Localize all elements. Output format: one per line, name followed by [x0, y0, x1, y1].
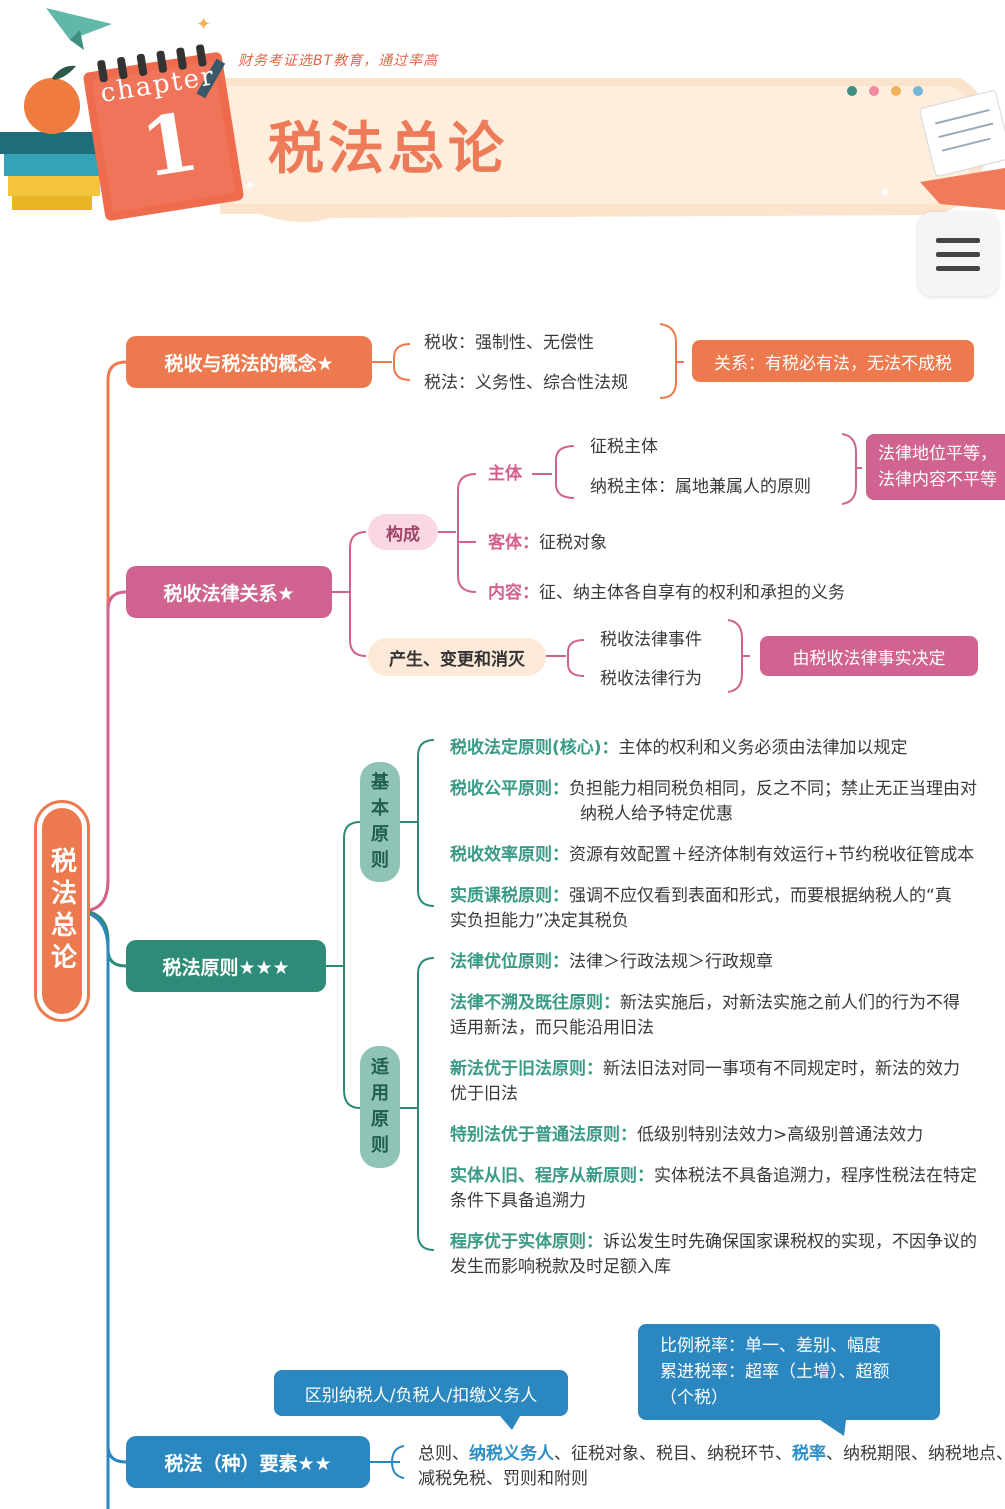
item-value: 主体的权利和义务必须由法律加以规定	[618, 738, 908, 758]
item-key: 税收效率原则：	[450, 845, 569, 865]
item-key: 税收法定原则(核心)：	[450, 738, 619, 758]
svg-text:✦: ✦	[196, 14, 211, 35]
elements-node[interactable]: 税法（种）要素★★	[126, 1436, 370, 1488]
basic-item-substance-cont: 实负担能力”决定其税负	[450, 911, 629, 931]
change-item-act: 税收法律行为	[600, 669, 702, 689]
composition-node[interactable]: 构成	[368, 514, 438, 550]
apply-principles-node[interactable]: 适 用 原 则	[360, 1046, 400, 1168]
subject-note-tag: 法律地位平等， 法律内容不平等	[866, 434, 1005, 500]
apply-item-priority: 法律优位原则：法律＞行政法规＞行政规章	[450, 949, 773, 975]
basic-char-1: 基	[371, 772, 389, 793]
elements-rate: 税率	[792, 1444, 826, 1464]
callout-rate-line3: （个税）	[660, 1388, 728, 1408]
relation-node[interactable]: 税收法律关系★	[126, 566, 332, 618]
item-value: 低级别特别法效力>高级别普通法效力	[637, 1125, 924, 1145]
basic-item-substance: 实质课税原则：强调不应仅看到表面和形式，而要根据纳税人的“真	[450, 883, 952, 909]
item-key: 新法优于旧法原则：	[450, 1059, 603, 1079]
elements-text-c: 、征税对象、税目、纳税环节、	[554, 1444, 792, 1464]
page-title: 税法总论	[268, 116, 508, 182]
content-key: 内容：	[488, 583, 539, 603]
content-row: 内容：征、纳主体各自享有的权利和承担的义务	[488, 580, 845, 606]
apply-char-4: 则	[371, 1135, 389, 1156]
item-key: 实体从旧、程序从新原则：	[450, 1166, 654, 1186]
apply-item-substantive-cont: 条件下具备追溯力	[450, 1191, 586, 1211]
header-banner: ✦ ✦ ✦ chapter 1 财务考证选BT教育，通过率高 税法总论	[0, 0, 1005, 300]
subject-item-collector: 征税主体	[590, 437, 658, 457]
item-value: 资源有效配置＋经济体制有效运行+节约税收征管成本	[569, 845, 975, 865]
basic-item-fairness: 税收公平原则：负担能力相同税负相同，反之不同；禁止无正当理由对	[450, 776, 977, 802]
subject-label: 主体	[488, 464, 522, 484]
item-value: 法律＞行政法规＞行政规章	[569, 952, 773, 972]
item-key: 程序优于实体原则：	[450, 1232, 603, 1252]
menu-button[interactable]	[918, 212, 998, 296]
elements-taxpayer: 纳税义务人	[469, 1444, 554, 1464]
elements-line-2: 减税免税、罚则和附则	[418, 1469, 588, 1489]
item-value: 负担能力相同税负相同，反之不同；禁止无正当理由对	[569, 779, 977, 799]
elements-text-e: 、纳税期限、纳税地点、	[826, 1444, 1005, 1464]
elements-line-1: 总则、纳税义务人、征税对象、税目、纳税环节、税率、纳税期限、纳税地点、	[418, 1441, 1005, 1467]
change-note-tag: 由税收法律事实决定	[760, 636, 978, 676]
elements-text-a: 总则、	[418, 1444, 469, 1464]
item-key: 法律优位原则：	[450, 952, 569, 972]
concept-item-law: 税法：义务性、综合性法规	[424, 373, 628, 393]
change-node[interactable]: 产生、变更和消灭	[368, 638, 546, 676]
content-value: 征、纳主体各自享有的权利和承担的义务	[539, 583, 845, 603]
svg-text:✦: ✦	[878, 183, 891, 202]
basic-char-2: 本	[371, 798, 389, 819]
subject-note-line2: 法律内容不平等	[878, 470, 997, 490]
object-row: 客体：征税对象	[488, 530, 607, 556]
slogan: 财务考证选BT教育，通过率高	[238, 53, 439, 69]
apply-item-newlaw: 新法优于旧法原则：新法旧法对同一事项有不同规定时，新法的效力	[450, 1056, 960, 1082]
root-label: 税法总论	[42, 808, 82, 1014]
item-value: 诉讼发生时先确保国家课税权的实现，不因争议的	[603, 1232, 977, 1252]
root-node[interactable]: 税法总论	[34, 800, 90, 1022]
concept-relation-tag: 关系：有税必有法，无法不成税	[692, 340, 974, 382]
concept-node[interactable]: 税收与税法的概念★	[126, 336, 372, 388]
apply-item-substantive: 实体从旧、程序从新原则：实体税法不具备追溯力，程序性税法在特定	[450, 1163, 977, 1189]
concept-item-tax: 税收：强制性、无偿性	[424, 333, 594, 353]
apply-item-procedure-cont: 发生而影响税款及时足额入库	[450, 1257, 671, 1277]
principles-node[interactable]: 税法原则★★★	[126, 940, 326, 992]
item-key: 实质课税原则：	[450, 886, 569, 906]
apply-char-3: 原	[371, 1109, 389, 1130]
item-value: 新法旧法对同一事项有不同规定时，新法的效力	[603, 1059, 960, 1079]
apply-item-newlaw-cont: 优于旧法	[450, 1084, 518, 1104]
item-value: 实体税法不具备追溯力，程序性税法在特定	[654, 1166, 977, 1186]
callout-rate-line2: 累进税率：超率（土增）、超额	[660, 1362, 890, 1382]
apply-item-nonretro-cont: 适用新法，而只能沿用旧法	[450, 1018, 654, 1038]
apply-char-1: 适	[371, 1057, 389, 1078]
apply-item-nonretro: 法律不溯及既往原则：新法实施后，对新法实施之前人们的行为不得	[450, 990, 960, 1016]
basic-principles-node[interactable]: 基 本 原 则	[360, 762, 400, 882]
item-key: 特别法优于普通法原则：	[450, 1125, 637, 1145]
object-value: 征税对象	[539, 533, 607, 553]
svg-text:✦: ✦	[244, 178, 256, 194]
elements-callout-left: 区别纳税人/负税人/扣缴义务人	[274, 1370, 568, 1416]
basic-item-fairness-cont: 纳税人给予特定优惠	[580, 804, 733, 824]
change-item-event: 税收法律事件	[600, 630, 702, 650]
apply-char-2: 用	[371, 1083, 389, 1104]
basic-item-efficiency: 税收效率原则：资源有效配置＋经济体制有效运行+节约税收征管成本	[450, 842, 974, 868]
item-key: 法律不溯及既往原则：	[450, 993, 620, 1013]
basic-item-legality: 税收法定原则(核心)：主体的权利和义务必须由法律加以规定	[450, 735, 908, 761]
callout-rate-line1: 比例税率：单一、差别、幅度	[660, 1336, 881, 1356]
basic-char-3: 原	[371, 824, 389, 845]
hamburger-menu-icon	[936, 238, 980, 271]
apply-item-special: 特别法优于普通法原则：低级别特别法效力>高级别普通法效力	[450, 1122, 923, 1148]
item-value: 强调不应仅看到表面和形式，而要根据纳税人的“真	[569, 886, 952, 906]
item-value: 新法实施后，对新法实施之前人们的行为不得	[620, 993, 960, 1013]
apply-item-procedure: 程序优于实体原则：诉讼发生时先确保国家课税权的实现，不因争议的	[450, 1229, 977, 1255]
object-key: 客体：	[488, 533, 539, 553]
basic-char-4: 则	[371, 850, 389, 871]
subject-note-line1: 法律地位平等，	[878, 444, 997, 464]
subject-item-payer: 纳税主体：属地兼属人的原则	[590, 477, 811, 497]
elements-callout-right: 比例税率：单一、差别、幅度 累进税率：超率（土增）、超额 （个税）	[638, 1324, 940, 1420]
header-illustration: ✦ ✦ ✦	[0, 8, 1005, 223]
item-key: 税收公平原则：	[450, 779, 569, 799]
